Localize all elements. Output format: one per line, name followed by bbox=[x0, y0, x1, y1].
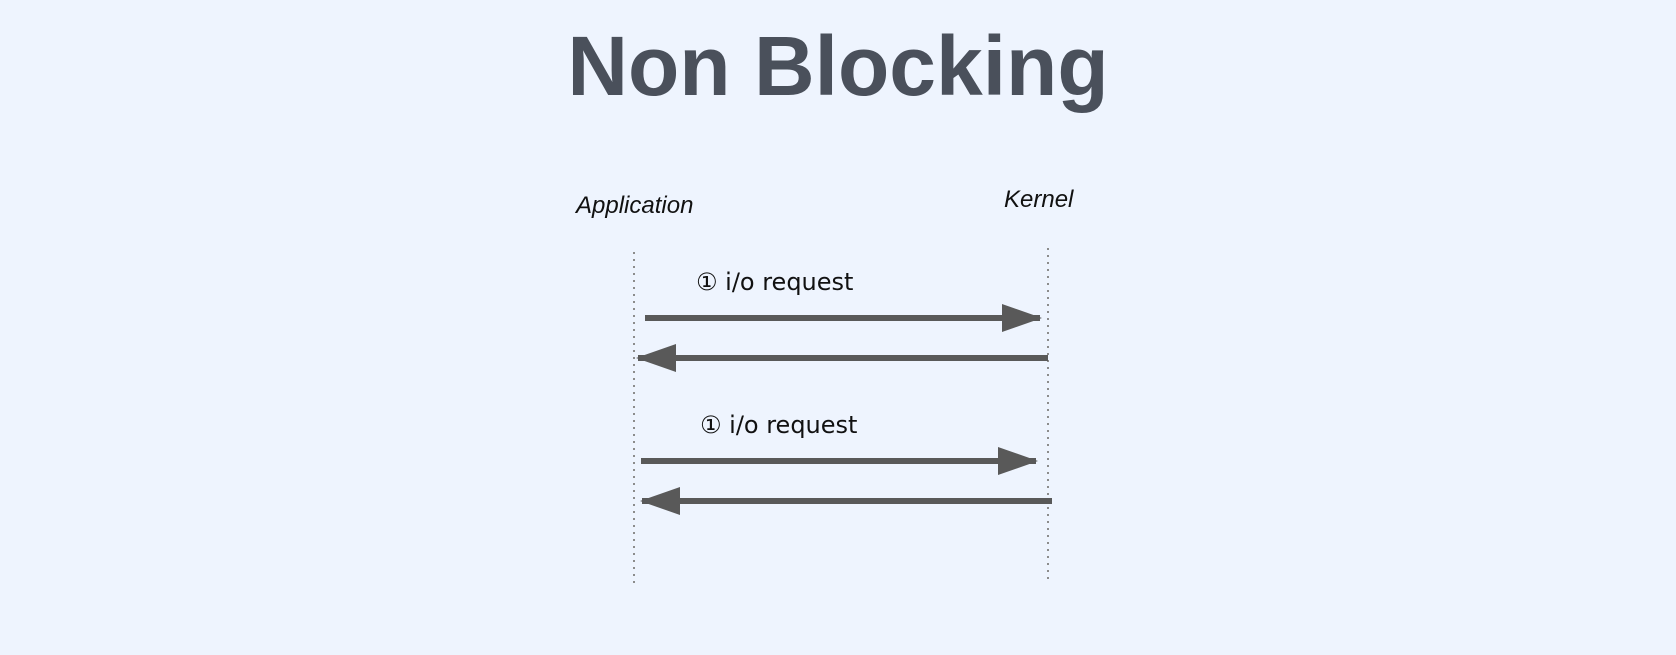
kernel-label: Kernel bbox=[1004, 186, 1074, 213]
request-label-1: ① i/o request bbox=[696, 268, 854, 296]
application-label: Application bbox=[576, 192, 694, 219]
request-label-2: ① i/o request bbox=[700, 411, 858, 439]
diagram-title: Non Blocking bbox=[567, 19, 1109, 113]
